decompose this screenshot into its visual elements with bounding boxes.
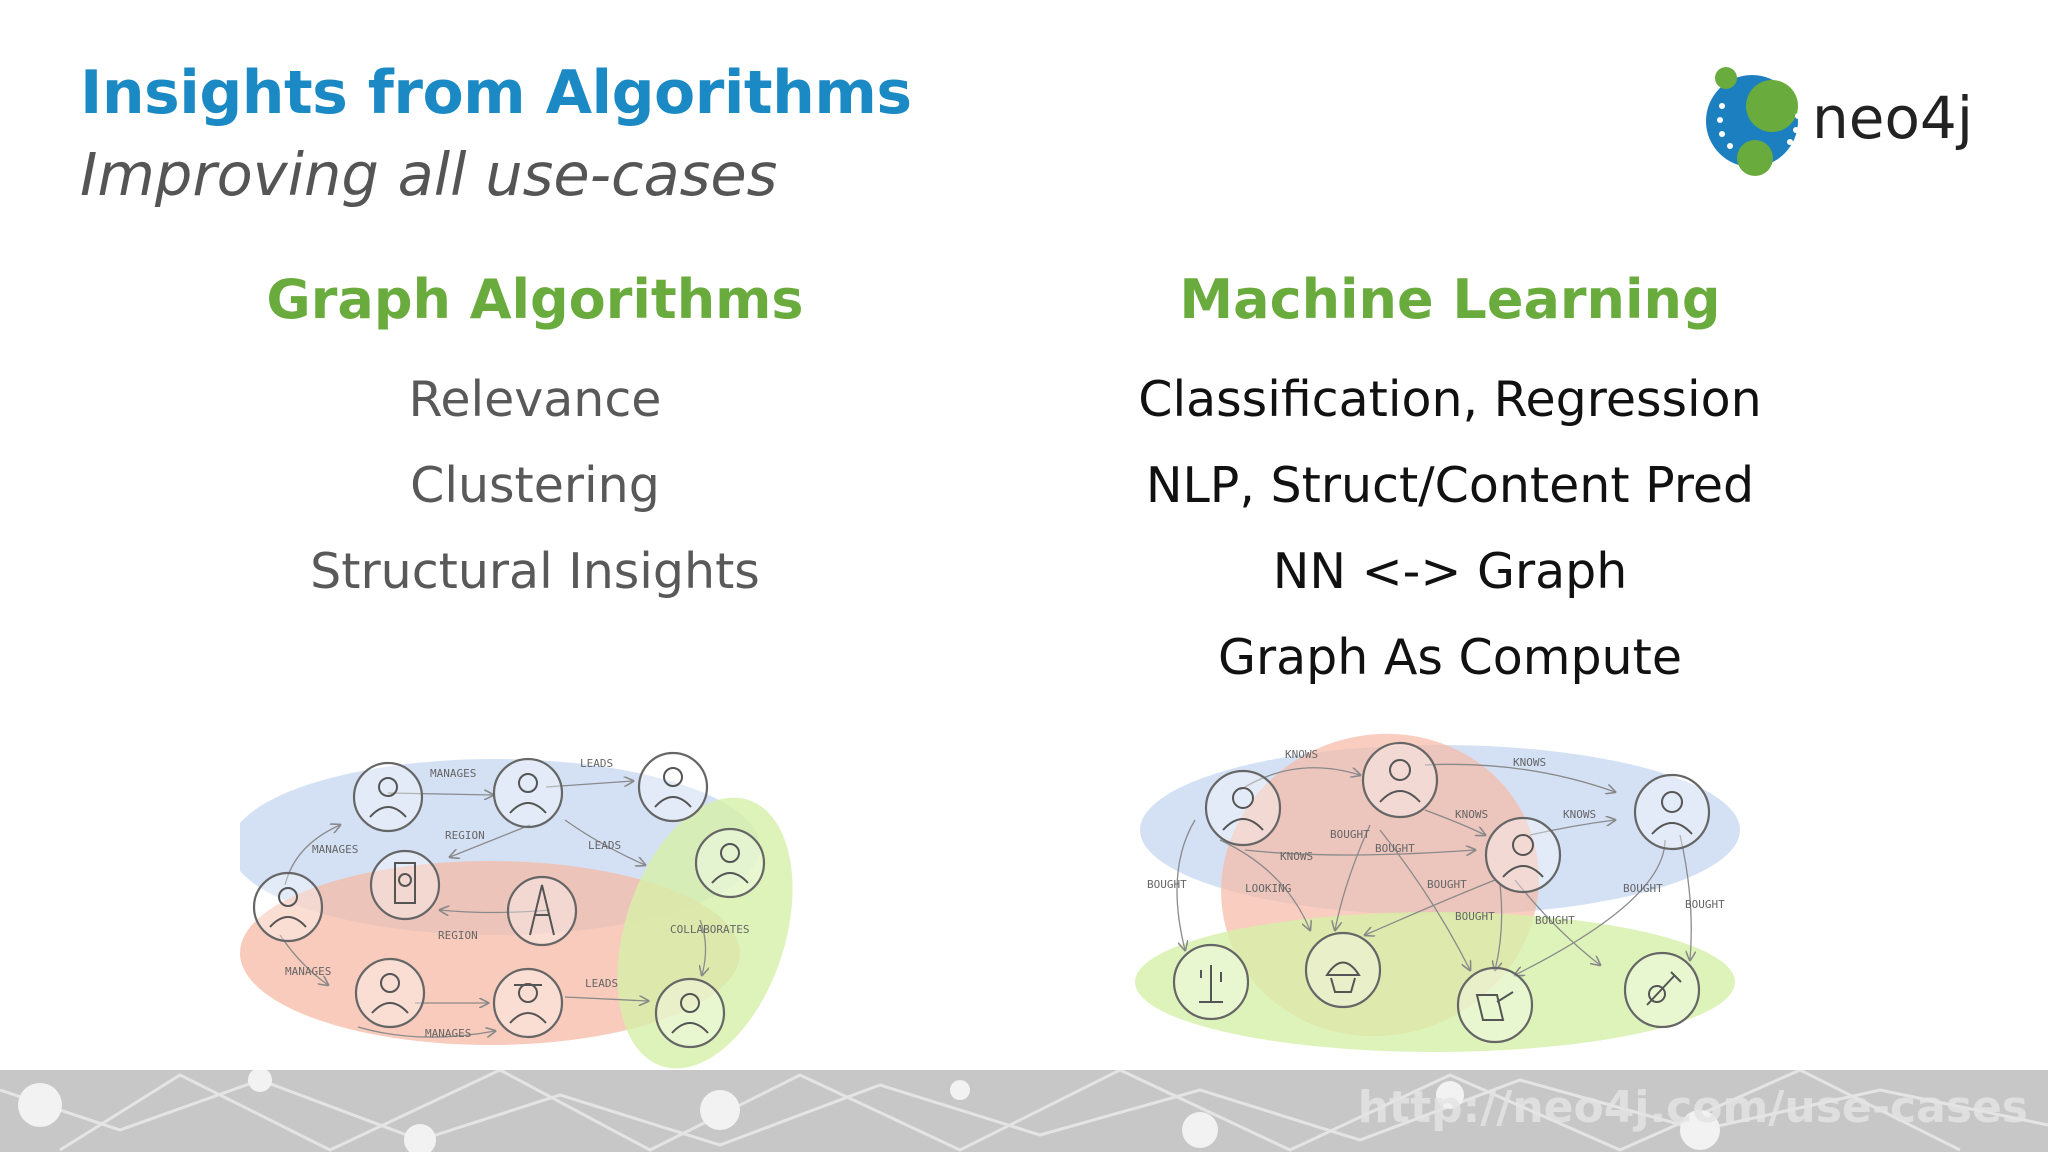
edge-label: COLLABORATES [670, 923, 749, 936]
logo-green-dot [1715, 67, 1737, 89]
edge-label: BOUGHT [1685, 898, 1725, 911]
green-cluster [1135, 912, 1735, 1052]
logo-green-circle-small [1737, 140, 1773, 176]
edge-label: LEADS [580, 757, 613, 770]
edge-label: KNOWS [1285, 748, 1318, 761]
green-cluster [617, 797, 793, 1069]
logo-green-circle [1746, 80, 1798, 132]
org-graph-diagram: MANAGES LEADS REGION LEADS MANAGES REGIO… [240, 751, 793, 1069]
edge-label: MANAGES [312, 843, 358, 856]
slide-title: Insights from Algorithms [80, 58, 912, 128]
graph-algorithms-column: Graph Algorithms Relevance Clustering St… [235, 265, 835, 615]
edge-label: BOUGHT [1427, 878, 1467, 891]
edge-label: REGION [438, 929, 478, 942]
watering-can-icon [1456, 966, 1534, 1044]
graph-algorithms-heading: Graph Algorithms [266, 268, 804, 331]
slide-subtitle: Improving all use-cases [80, 140, 778, 209]
graph-algorithms-list: Relevance Clustering Structural Insights [235, 357, 835, 615]
list-item: Classification, Regression [1138, 371, 1762, 428]
edge-label: KNOWS [1563, 808, 1596, 821]
recommendation-graph-diagram: KNOWS KNOWS KNOWS KNOWS BOUGHT BOUGHT KN… [1135, 733, 1740, 1052]
neo4j-logo: neo4j [1706, 67, 1973, 176]
logo-text: neo4j [1812, 84, 1973, 152]
edge-label: KNOWS [1280, 850, 1313, 863]
list-item: NN <-> Graph [1272, 543, 1628, 600]
machine-learning-list: Classification, Regression NLP, Struct/C… [1100, 357, 1800, 701]
footer-banner: http://neo4j.com/use-cases [0, 1070, 2048, 1152]
edge-label: MANAGES [285, 965, 331, 978]
cupcake-icon [1304, 931, 1382, 1009]
network-pattern [0, 1070, 2048, 1152]
edge-label: BOUGHT [1330, 828, 1370, 841]
edge-label: KNOWS [1455, 808, 1488, 821]
edge-label: MANAGES [425, 1027, 471, 1040]
edge-label: LEADS [585, 977, 618, 990]
edge-label: BOUGHT [1375, 842, 1415, 855]
footer-url[interactable]: http://neo4j.com/use-cases [1357, 1082, 2028, 1133]
edge-label: LEADS [588, 839, 621, 852]
edge-label: LOOKING [1245, 882, 1291, 895]
machine-learning-column: Machine Learning Classification, Regress… [1100, 265, 1800, 701]
edge-label: REGION [445, 829, 485, 842]
list-item: NLP, Struct/Content Pred [1145, 457, 1755, 514]
edge-label: BOUGHT [1455, 910, 1495, 923]
edge-label: MANAGES [430, 767, 476, 780]
list-item: Clustering [410, 457, 660, 514]
list-item: Graph As Compute [1218, 629, 1682, 686]
eiffel-tower-icon [506, 875, 578, 947]
list-item: Relevance [408, 371, 662, 428]
edge-label: BOUGHT [1623, 882, 1663, 895]
machine-learning-heading: Machine Learning [1179, 268, 1721, 331]
edge-label: KNOWS [1513, 756, 1546, 769]
edge-label: BOUGHT [1535, 914, 1575, 927]
edge-label: BOUGHT [1147, 878, 1187, 891]
list-item: Structural Insights [310, 543, 760, 600]
